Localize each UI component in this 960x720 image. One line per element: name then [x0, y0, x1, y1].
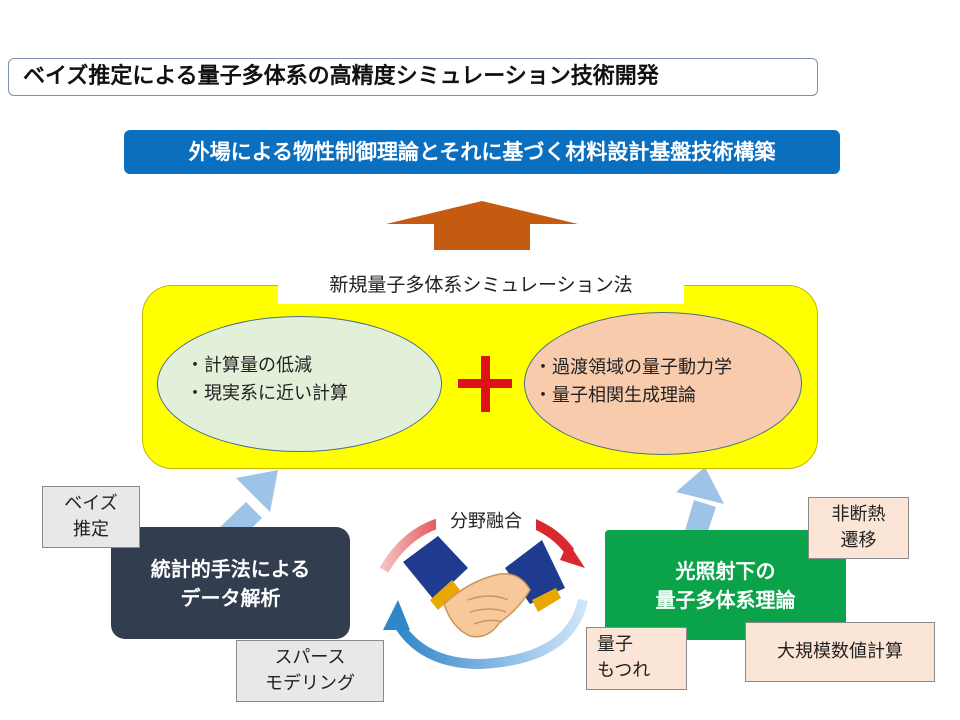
bullet-item: ・現実系に近い計算 [186, 383, 348, 404]
method-line: 光照射下の [675, 559, 776, 583]
left-bullet-list: ・計算量の低減 ・現実系に近い計算 [186, 352, 348, 408]
blue-arc-arrow [383, 598, 588, 670]
tag-line: モデリング [265, 673, 355, 694]
bullet-item: ・量子相関生成理論 [534, 385, 696, 406]
tag-line: 遷移 [840, 530, 877, 551]
tag-line: 非断熱 [831, 504, 886, 525]
field-fusion-label: 分野融合 [436, 508, 536, 536]
nonadiabatic-transition-tag: 非断熱 遷移 [808, 497, 909, 559]
method-line: データ解析 [180, 586, 281, 610]
method-line: 統計的手法による [150, 557, 311, 581]
bayes-estimation-tag: ベイズ 推定 [42, 486, 140, 548]
left-ellipse [157, 316, 442, 452]
up-arrow [386, 201, 578, 250]
tag-line: 量子 [597, 634, 633, 655]
page-title: ベイズ推定による量子多体系の高精度シミュレーション技術開発 [8, 58, 818, 96]
large-scale-computation-tag: 大規模数値計算 [745, 622, 935, 682]
bullet-item: ・過渡領域の量子動力学 [534, 357, 732, 378]
right-ellipse [524, 312, 802, 455]
bullet-item: ・計算量の低減 [186, 355, 312, 376]
method-line: 量子多体系理論 [655, 588, 796, 612]
handshake-icon [403, 536, 565, 638]
right-bullet-list: ・過渡領域の量子動力学 ・量子相関生成理論 [534, 354, 732, 410]
sparse-modeling-tag: スパース モデリング [236, 640, 384, 702]
goal-banner: 外場による物性制御理論とそれに基づく材料設計基盤技術構築 [124, 130, 840, 174]
tag-line: 推定 [73, 519, 109, 540]
entanglement-tag: 量子 もつれ [586, 627, 687, 690]
quantum-theory-box: 光照射下の 量子多体系理論 [605, 530, 846, 640]
tag-line: もつれ [597, 660, 651, 681]
tag-line: ベイズ [64, 493, 118, 514]
simulation-label: 新規量子多体系シミュレーション法 [278, 266, 684, 304]
plus-icon [452, 352, 518, 418]
statistical-method-box: 統計的手法による データ解析 [111, 527, 350, 639]
tag-line: スパース [274, 647, 346, 668]
